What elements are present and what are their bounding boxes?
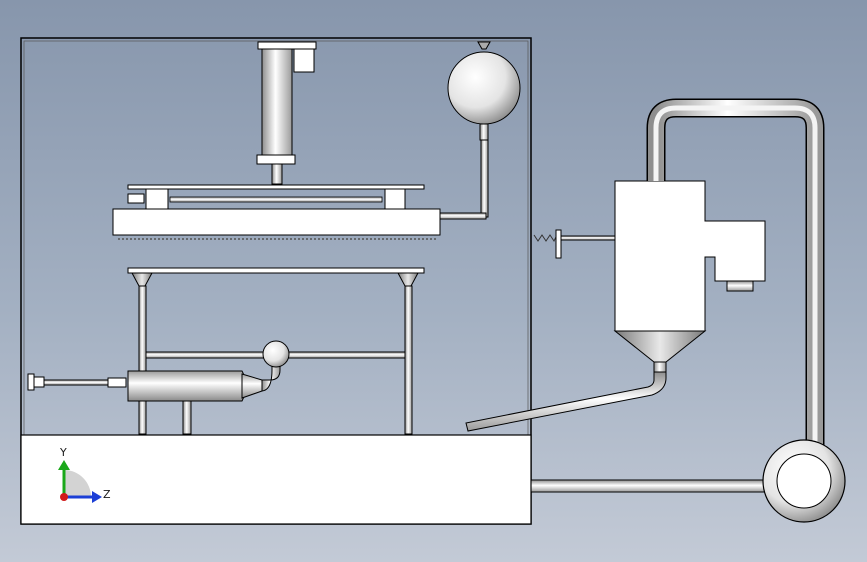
y-axis-arrowhead [58,460,70,470]
press-cylinder [256,41,317,185]
spring [533,229,616,259]
z-axis-label: Z [103,488,111,501]
blower-fan [762,439,846,523]
cyclone-separator [465,180,766,432]
return-pipe [530,98,825,493]
z-axis-arrowhead [92,491,102,503]
horizontal-tank [27,340,290,435]
press-platen [112,184,441,240]
base-plate [20,434,532,525]
triad-plane [64,470,91,497]
coordinate-triad[interactable]: Y Z [58,446,111,503]
triad-origin [60,493,68,501]
pressure-sphere [439,41,521,220]
y-axis-label: Y [59,446,67,459]
